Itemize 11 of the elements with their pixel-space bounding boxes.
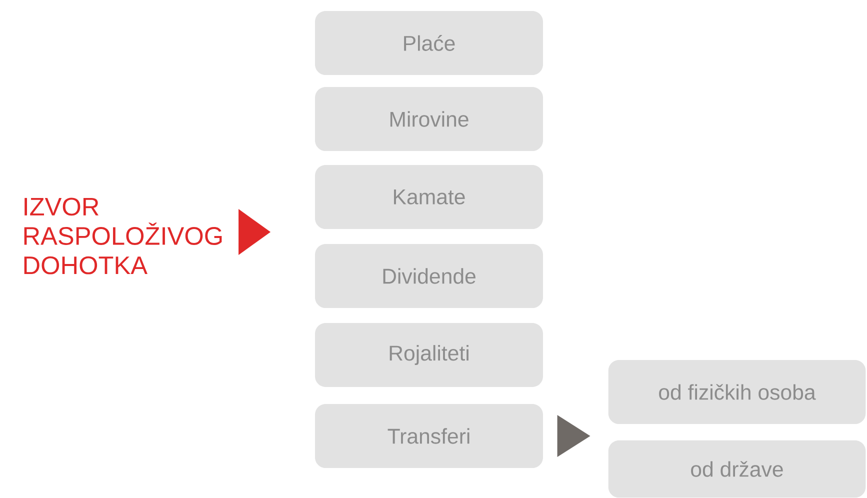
arrow-triangle [557,415,590,457]
category-box: od države [608,440,866,498]
heading-text: IZVOR RASPOLOŽIVOG DOHOTKA [24,198,222,274]
category-box: Mirovine [315,87,543,151]
category-box: od fizičkih osoba [608,360,866,424]
arrow-triangle [238,209,271,255]
category-box: Rojaliteti [315,323,543,387]
category-box: Dividende [315,244,543,308]
category-box: Transferi [315,404,543,468]
category-box: Kamate [315,165,543,229]
category-box: Plaće [315,11,543,75]
